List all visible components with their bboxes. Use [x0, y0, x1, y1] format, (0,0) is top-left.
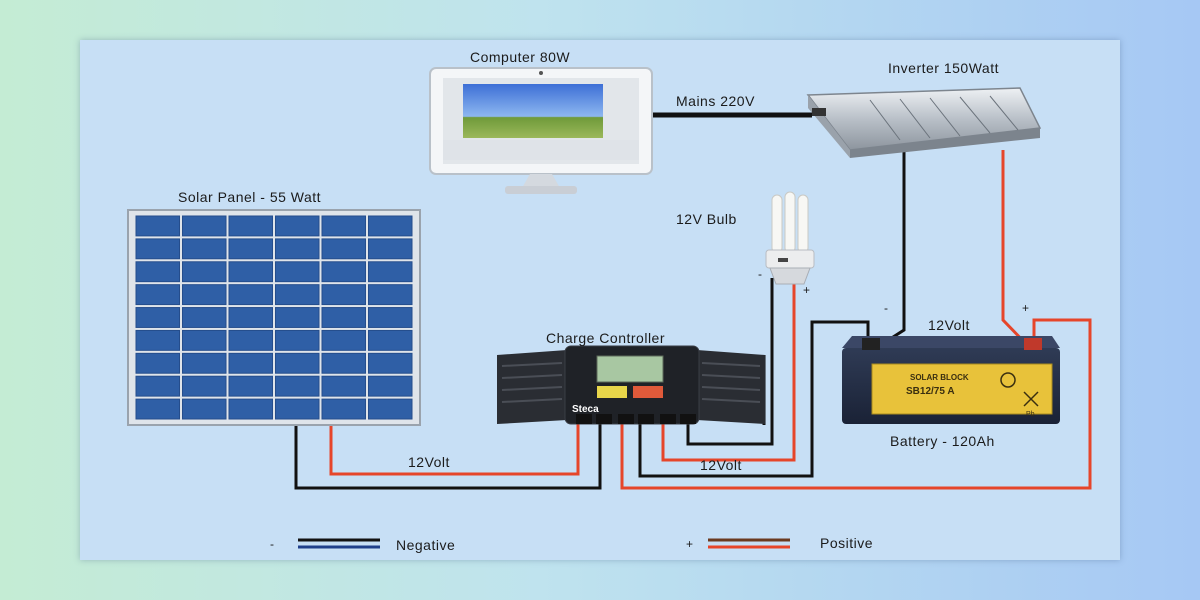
solar-cell: [228, 284, 273, 306]
controller-display: [596, 355, 664, 383]
solar-cell: [228, 261, 273, 283]
bulb: [765, 191, 815, 285]
solar-cell: [135, 284, 180, 306]
solar-cell: [321, 238, 366, 260]
solar-cell: [182, 261, 227, 283]
solar-cell: [275, 238, 320, 260]
wire-bulb-negative: [686, 278, 774, 446]
solar-cell: [321, 284, 366, 306]
solar-cell: [182, 375, 227, 397]
solar-cell: [182, 284, 227, 306]
battery-bin-icon: [1023, 391, 1039, 407]
label-computer: Computer 80W: [470, 49, 570, 65]
legend-positive-symbol: +: [686, 537, 693, 551]
label-solar-panel: Solar Panel - 55 Watt: [178, 189, 321, 205]
wire-solar-negative: [294, 418, 602, 490]
legend: - Negative + Positive: [270, 535, 873, 553]
computer: [429, 67, 653, 194]
solar-cell: [182, 215, 227, 237]
solar-cell: [321, 352, 366, 374]
solar-cell: [228, 352, 273, 374]
label-inverter: Inverter 150Watt: [888, 60, 999, 76]
battery: SOLAR BLOCK SB12/75 A Pb: [842, 336, 1060, 424]
solar-cell: [275, 284, 320, 306]
solar-cell: [275, 352, 320, 374]
label-solar-volt: 12Volt: [408, 454, 450, 470]
solar-cell: [368, 375, 413, 397]
solar-cell: [182, 352, 227, 374]
solar-cell: [368, 215, 413, 237]
solar-cell: [135, 375, 180, 397]
solar-cell: [368, 261, 413, 283]
solar-cell: [228, 398, 273, 420]
solar-cell: [275, 375, 320, 397]
solar-panel: [127, 209, 421, 426]
solar-cell: [228, 375, 273, 397]
solar-cell: [275, 398, 320, 420]
solar-cell: [228, 238, 273, 260]
wire-inverter-negative: [875, 150, 906, 350]
bulb-negative-sign: -: [758, 267, 762, 281]
solar-cell: [135, 329, 180, 351]
solar-cell: [182, 329, 227, 351]
bulb-positive-sign: +: [803, 283, 810, 297]
solar-cell: [275, 329, 320, 351]
controller-brand: Steca: [572, 404, 599, 415]
battery-model: SB12/75 A: [906, 386, 955, 397]
solar-cell: [321, 398, 366, 420]
solar-cell: [321, 329, 366, 351]
charge-controller: Steca: [497, 345, 765, 425]
label-battery: Battery - 120Ah: [890, 433, 995, 449]
inverter-negative-sign: -: [884, 301, 888, 315]
solar-cell: [182, 307, 227, 328]
wire-solar-positive: [329, 418, 580, 476]
solar-cell: [135, 307, 180, 328]
label-load-volt: 12Volt: [700, 457, 742, 473]
label-mains: Mains 220V: [676, 93, 755, 109]
solar-cell: [275, 215, 320, 237]
label-battery-volt: 12Volt: [928, 317, 970, 333]
wire-bulb-positive: [661, 278, 796, 462]
solar-cell: [182, 238, 227, 260]
solar-cell: [275, 261, 320, 283]
battery-brand: SOLAR BLOCK: [910, 373, 969, 382]
legend-negative-symbol: -: [270, 537, 274, 551]
solar-cell: [182, 398, 227, 420]
inverter: [806, 87, 1042, 158]
battery-pb: Pb: [1026, 411, 1035, 418]
solar-cell: [368, 284, 413, 306]
solar-cell: [368, 329, 413, 351]
wire-battery-positive: [620, 318, 1092, 490]
label-charge-controller: Charge Controller: [546, 330, 665, 346]
wire-inverter-positive: [1001, 150, 1032, 350]
solar-cell: [321, 215, 366, 237]
solar-cell: [135, 215, 180, 237]
solar-cell: [228, 329, 273, 351]
solar-cell: [368, 352, 413, 374]
solar-cell: [321, 261, 366, 283]
label-bulb: 12V Bulb: [676, 211, 737, 227]
solar-cell: [275, 307, 320, 328]
wire-battery-negative: [638, 320, 870, 478]
solar-cell: [135, 352, 180, 374]
solar-cell: [135, 398, 180, 420]
battery-recycle-icon: [1000, 372, 1016, 388]
solar-cell: [228, 307, 273, 328]
solar-cell: [228, 215, 273, 237]
legend-positive-label: Positive: [820, 535, 873, 551]
solar-cell: [321, 375, 366, 397]
solar-cells: [135, 215, 413, 420]
solar-cell: [321, 307, 366, 328]
solar-cell: [368, 398, 413, 420]
computer-screen: [463, 84, 603, 138]
legend-negative-label: Negative: [396, 537, 455, 553]
solar-cell: [368, 238, 413, 260]
inverter-positive-sign: +: [1022, 301, 1029, 315]
solar-cell: [135, 238, 180, 260]
solar-cell: [135, 261, 180, 283]
solar-cell: [368, 307, 413, 328]
